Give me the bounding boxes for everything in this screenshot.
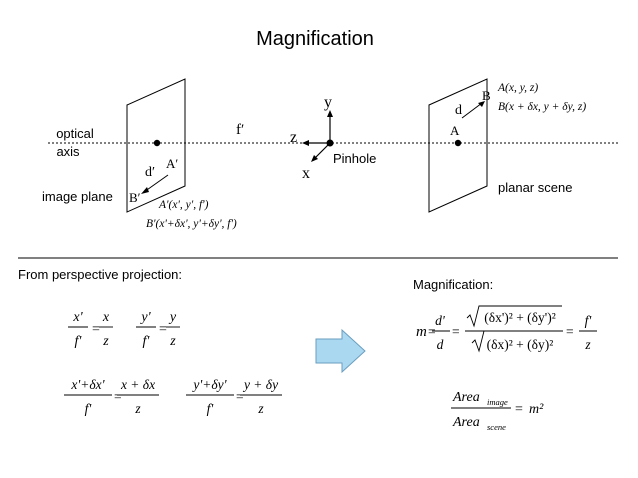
- slide-title: Magnification: [256, 28, 374, 50]
- area-ratio-formula: Area image Area scene = m²: [451, 390, 544, 432]
- eq3-rhs-denominator: z: [134, 401, 141, 416]
- d-arrowhead: [478, 101, 485, 107]
- denominator-sqrt-sign: [471, 330, 556, 353]
- eq3-equals: =: [114, 389, 122, 404]
- area-scene-subscript: scene: [487, 422, 506, 432]
- eq4-rhs-numerator: y + δy: [242, 377, 278, 392]
- formula-equals-1: =: [428, 324, 436, 339]
- eq4-lhs-numerator: y'+δy': [191, 377, 227, 392]
- eq4-equals: =: [236, 389, 244, 404]
- eq3-lhs-denominator: f': [85, 401, 93, 416]
- magnification-formula: m = d' d = (δx')² + (δy')² (δx)² + (δy)²…: [416, 305, 597, 353]
- area-equals: =: [515, 402, 523, 417]
- b-point-label: B: [482, 88, 491, 103]
- y-axis-arrowhead: [327, 110, 333, 117]
- optical-axis-label-line2: axis: [56, 144, 80, 159]
- eq2-rhs-denominator: z: [169, 334, 176, 349]
- eq3-lhs-numerator: x'+δx': [70, 377, 105, 392]
- optical-axis-label-line1: optical: [56, 126, 94, 141]
- z-axis-label: z: [290, 129, 297, 146]
- eq2-rhs-numerator: y: [168, 310, 177, 325]
- z-axis-arrowhead: [302, 140, 309, 146]
- planar-scene-label: planar scene: [498, 180, 572, 195]
- perspective-heading: From perspective projection:: [18, 267, 182, 282]
- area-image-word: Area: [452, 390, 480, 405]
- eq1-lhs-denominator: f': [75, 334, 83, 349]
- denominator-sqrt-expression: (δx)² + (δy)²: [487, 337, 554, 352]
- a-coordinates: A(x, y, z): [497, 82, 538, 94]
- eq1-rhs-numerator: x: [102, 310, 110, 325]
- b-coordinates: B(x + δx, y + δy, z): [498, 101, 586, 113]
- a-prime-coordinates: A'(x', y', f'): [158, 199, 209, 211]
- image-plane-label: image plane: [42, 189, 113, 204]
- m-symbol: m: [416, 324, 427, 340]
- b-prime-point-label: B′: [129, 190, 141, 205]
- scene-center-dot: [454, 139, 462, 147]
- planar-scene-shape: [428, 78, 488, 213]
- d-prime-arrowhead: [141, 187, 149, 194]
- equation-x-ratio: x' f' = x z: [68, 310, 113, 349]
- d-prime-arrow: [143, 174, 169, 193]
- magnification-heading: Magnification:: [413, 277, 493, 292]
- numerator-sqrt-sign: [466, 305, 562, 328]
- area-scene-word: Area: [452, 415, 480, 430]
- eq1-rhs-denominator: z: [102, 334, 109, 349]
- formula-equals-3: =: [566, 324, 574, 339]
- eq3-rhs-numerator: x + δx: [120, 377, 155, 392]
- x-axis-label: x: [302, 165, 310, 182]
- y-axis-label: y: [324, 94, 332, 111]
- a-prime-point-label: A′: [166, 156, 178, 171]
- eq4-rhs-denominator: z: [257, 401, 264, 416]
- eq2-equals: =: [159, 322, 167, 337]
- d-arrow: [461, 102, 483, 119]
- formula-equals-2: =: [452, 324, 460, 339]
- x-axis-arrowhead: [311, 155, 318, 162]
- a-point-label: A: [450, 123, 460, 138]
- f-prime-label: f′: [236, 122, 244, 138]
- equation-y-ratio: y' f' = y z: [136, 310, 180, 349]
- d-prime-label: d′: [145, 165, 155, 180]
- image-plane-center-dot: [153, 139, 161, 147]
- z-denominator: z: [584, 337, 591, 352]
- eq1-lhs-numerator: x': [72, 310, 83, 325]
- eq4-lhs-denominator: f': [207, 401, 215, 416]
- eq2-lhs-numerator: y': [139, 310, 151, 325]
- pinhole-label: Pinhole: [333, 151, 376, 166]
- m-squared: m²: [529, 402, 544, 417]
- d-label: d: [455, 103, 462, 118]
- area-image-subscript: image: [487, 397, 508, 407]
- numerator-sqrt-expression: (δx')² + (δy')²: [484, 310, 556, 325]
- equation-y-increment: y'+δy' f' = y + δy z: [186, 377, 282, 416]
- eq2-lhs-denominator: f': [143, 334, 151, 349]
- equation-x-increment: x'+δx' f' = x + δx z: [64, 377, 159, 416]
- right-arrow-icon: [315, 328, 366, 374]
- f-prime-numerator: f': [585, 313, 593, 328]
- b-prime-coordinates: B'(x'+δx', y'+δy', f'): [146, 218, 237, 230]
- image-plane-shape: [126, 78, 186, 213]
- eq1-equals: =: [92, 322, 100, 337]
- d-prime-numerator: d': [435, 313, 446, 328]
- d-denominator: d: [437, 337, 444, 352]
